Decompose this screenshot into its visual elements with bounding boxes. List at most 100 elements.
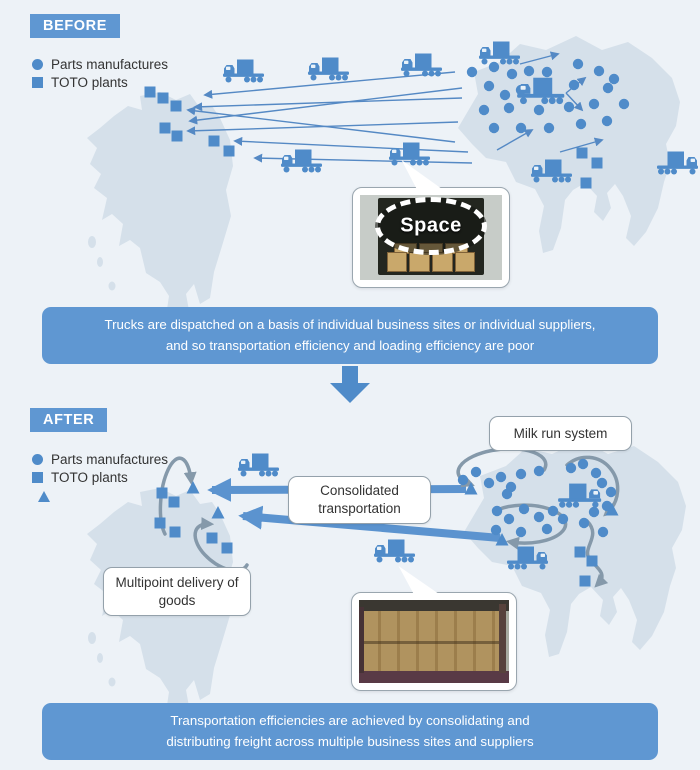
parts-manufacturer-dot [608,73,620,85]
truck-icon [374,539,415,563]
parts-manufacturer-dot [503,102,515,114]
parts-manufacturer-dot [568,79,580,91]
parts-manufacturer-dot [503,513,515,525]
map-island [97,257,103,267]
parts-manufacturer-dot [483,80,495,92]
legend-label: Parts manufactures [51,56,169,72]
dispatch-route-arrow [519,51,560,65]
legend-item-parts-after: Parts manufactures [32,451,169,467]
parts-manufacturer-dot [523,65,535,77]
toto-plant-square [154,517,166,529]
loaded-truck-photo-bubble [351,592,517,691]
after-caption: Transportation efficiencies are achieved… [42,703,658,761]
loaded-boxes [362,610,500,671]
truck-icon [308,57,349,81]
parts-manufacturer-dot [470,466,482,478]
multipoint-delivery-callout: Multipoint delivery of goods [103,567,251,616]
parts-manufacturer-dot [478,104,490,116]
box-row-divider [362,640,500,645]
dispatch-route-arrow [188,87,463,125]
parts-manufacturer-dot [543,122,555,134]
parts-manufacturer-dot [590,467,602,479]
space-highlight-ellipse [375,197,487,256]
map-island [97,653,103,663]
parts-manufacturer-dot [557,513,569,525]
map-island [88,632,96,644]
consolidation-point-triangle [211,506,225,519]
parts-manufacturer-dot [572,58,584,70]
caption-line: Trucks are dispatched on a basis of indi… [104,317,596,332]
parts-manufacturer-dot [515,122,527,134]
milk-run-system-callout: Milk run system [489,416,632,451]
consolidation-point-legend-icon [38,490,50,502]
consolidated-route-arrow [238,505,501,542]
parts-manufacturer-dot [499,89,511,101]
dispatch-route-arrow [186,121,459,136]
legend-item-plants-before: TOTO plants [32,74,128,90]
consolidated-transportation-callout: Consolidated transportation [288,476,431,524]
consolidation-point-triangle [605,503,619,516]
dispatch-route-arrow [496,129,534,151]
legend-label: Parts manufactures [51,451,169,467]
caption-line: Transportation efficiencies are achieved… [170,713,530,728]
legend-item-hub-after [38,489,58,503]
toto-plant-square [580,177,592,189]
toto-plant-square [586,555,598,567]
toto-plant-square [168,496,180,508]
truck-roof [359,600,509,611]
parts-manufacturer-dot [577,458,589,470]
milk-run-loop-arrow [456,447,548,488]
map-island [88,236,96,248]
consolidation-point-triangle [495,533,509,546]
toto-plant-square [208,135,220,147]
toto-plant-square [579,575,591,587]
legend-label: TOTO plants [51,469,128,485]
toto-plant-square [156,487,168,499]
parts-manufacturer-dot [596,477,608,489]
parts-manufacturer-dot [488,61,500,73]
parts-manufacturer-dot [597,526,609,538]
legend-label: TOTO plants [51,74,128,90]
parts-manufacturer-dot [541,66,553,78]
truck-icon [281,149,322,173]
parts-manufacturer-dot [483,477,495,489]
dispatch-route-arrow [203,71,456,99]
map-island [108,281,116,291]
before-caption: Trucks are dispatched on a basis of indi… [42,307,658,365]
parts-manufacturer-dot [515,468,527,480]
legend-item-parts-before: Parts manufactures [32,56,169,72]
after-badge: AFTER [30,408,108,432]
parts-manufacturer-dot [515,526,527,538]
loaded-truck-photo [359,600,509,683]
toto-plant-square [574,546,586,558]
parts-manufacturer-dot [506,68,518,80]
arrow-head [330,383,370,403]
dispatch-route-arrow [565,92,584,112]
arrow-shaft [342,366,358,383]
parts-manufacturer-dot [593,65,605,77]
truck-icon [238,453,279,477]
space-label: Space [400,214,462,237]
parts-manufacturer-dot [518,503,530,515]
truck-icon [223,59,264,83]
parts-manufacturer-dot [501,488,513,500]
caption-line: distributing freight across multiple bus… [166,733,534,749]
parts-manufacturer-dot [601,115,613,127]
toto-plant-legend-icon [32,76,43,88]
truck-icon [401,53,442,77]
parts-manufacturer-dot [547,505,559,517]
parts-manufacturer-dot [602,82,614,94]
parts-manufacturer-dot [490,524,502,536]
parts-manufacturer-legend-icon [32,453,43,465]
dispatch-route-arrow [233,136,469,153]
parts-manufacturer-dot [578,517,590,529]
toto-plant-square [223,145,235,157]
parts-manufacturer-dot [466,66,478,78]
toto-plant-square [169,526,181,538]
toto-plant-square [171,130,183,142]
toto-plant-square [206,532,218,544]
parts-manufacturer-legend-icon [32,58,43,70]
dispatch-route-arrow [559,137,604,153]
parts-manufacturer-dot [533,465,545,477]
parts-manufacturer-dot [533,511,545,523]
